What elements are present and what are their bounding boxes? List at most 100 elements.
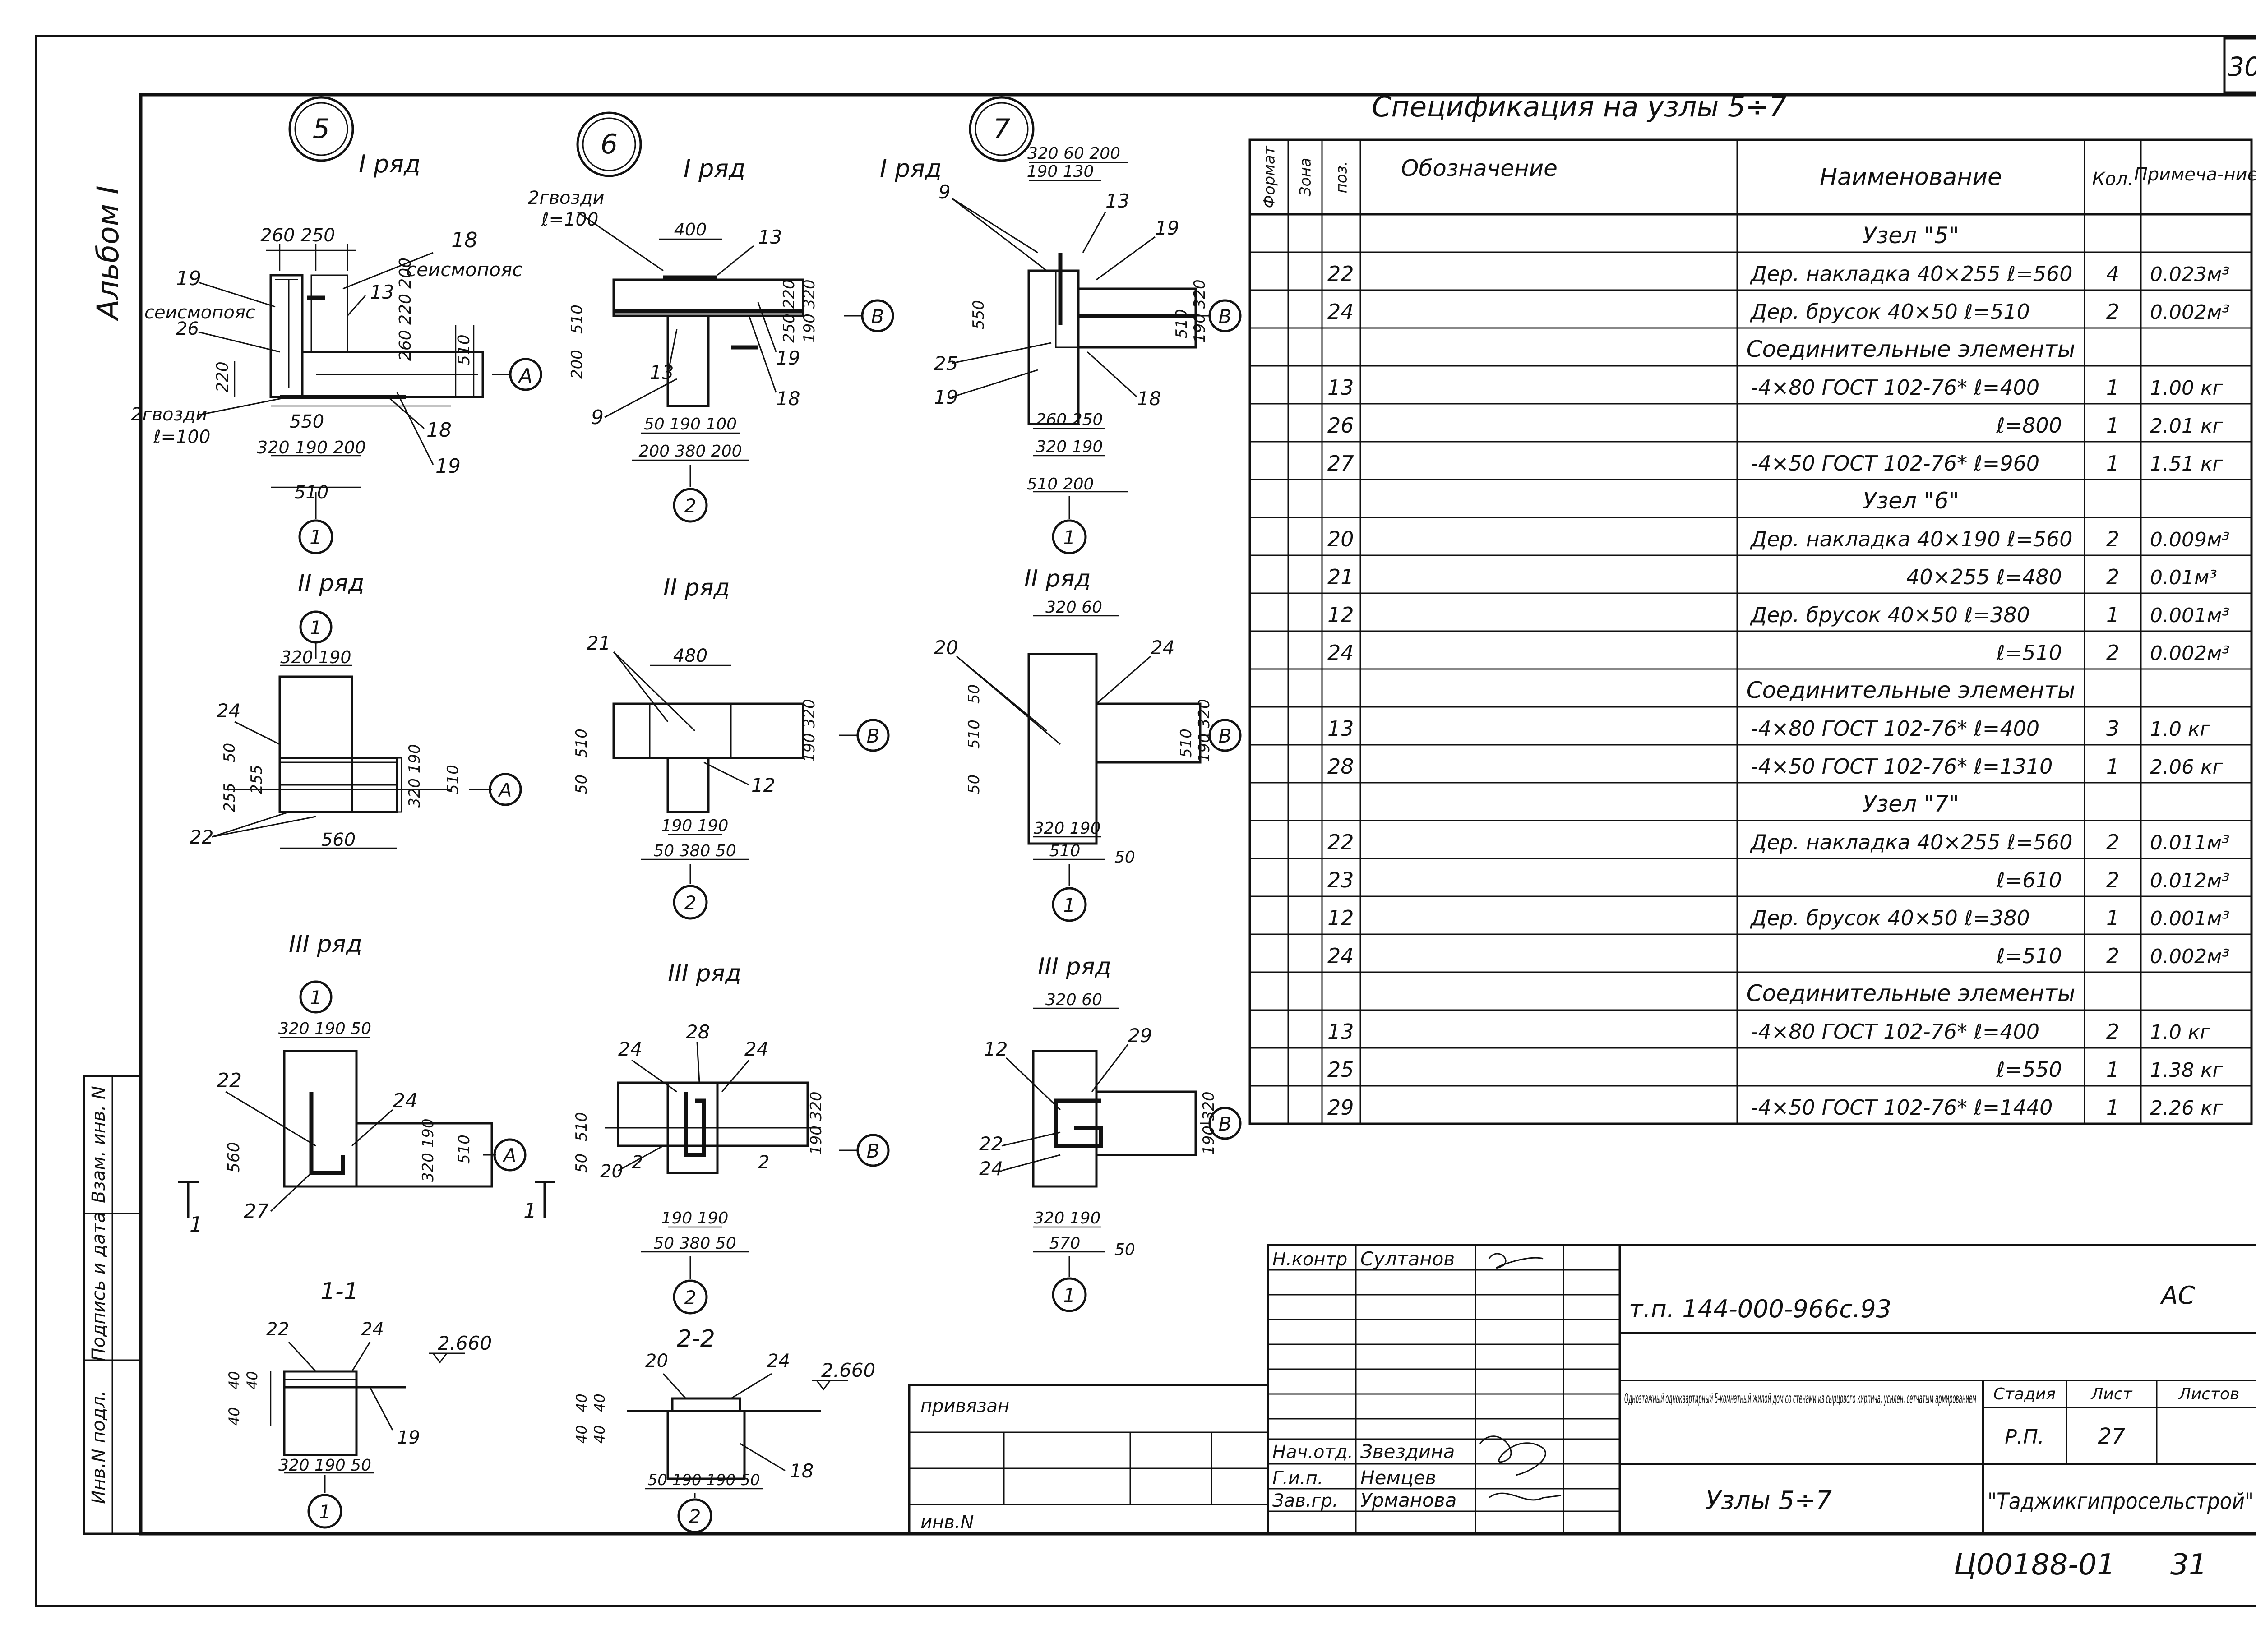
svg-text:40: 40 (226, 1371, 243, 1389)
footer-number: 31 (2170, 1548, 2207, 1582)
svg-text:320 190: 320 190 (406, 744, 424, 808)
spec-qty-cell: 1 (2106, 375, 2119, 400)
spec-name-cell: ℓ=550 (1996, 1057, 2062, 1082)
svg-text:22: 22 (266, 1319, 289, 1340)
spec-note-cell: 0.023м³ (2150, 263, 2230, 286)
svg-text:190 190: 190 190 (661, 1209, 729, 1227)
spec-pos-cell: 24 (1327, 944, 1354, 968)
n7-axis-row: 1 (1063, 526, 1076, 549)
svg-text:510: 510 (294, 482, 328, 503)
svg-text:13: 13 (370, 281, 394, 303)
svg-text:510: 510 (568, 305, 586, 334)
svg-text:50: 50 (1114, 1241, 1135, 1259)
spec-pos-cell: 25 (1327, 1057, 1354, 1082)
cut-mark-right: 1 (523, 1199, 536, 1223)
spec-name-cell: -4×80 ГОСТ 102-76* ℓ=400 (1751, 375, 2039, 400)
spec-pos-cell: 21 (1327, 565, 1354, 589)
svg-text:24: 24 (744, 1038, 768, 1060)
spec-qty-cell: 2 (2106, 944, 2119, 968)
n5-seismic-belt-label: сеисмопояс (406, 258, 522, 281)
node-7-row1-drawing: 320 60 200 190 130 9 13 19 550 510 190 3… (934, 144, 1242, 554)
svg-text:26: 26 (176, 318, 199, 339)
svg-text:570: 570 (1049, 1234, 1081, 1253)
svg-text:320 190: 320 190 (280, 647, 351, 667)
title-block: т.п. 144-000-966с.93 АС Одноэтажный одно… (1267, 1244, 2256, 1535)
spec-name-cell: Дер. брусок 40×50 ℓ=510 (1750, 300, 2030, 324)
spec-name-cell: Узел "5" (1863, 222, 1959, 249)
node-7-row2-label: II ряд (1024, 565, 1091, 592)
spec-header-cell: Наименование (1820, 164, 2002, 191)
signer-role: Зав.гр. (1272, 1490, 1338, 1511)
svg-text:24: 24 (767, 1351, 790, 1371)
svg-text:510: 510 (455, 1135, 473, 1164)
svg-text:510: 510 (1177, 729, 1195, 758)
svg-text:320 190 200: 320 190 200 (257, 438, 366, 457)
svg-text:25: 25 (934, 352, 958, 374)
svg-text:255: 255 (248, 765, 266, 794)
spec-note-cell: 0.01м³ (2150, 566, 2217, 589)
n5-r3-axis-col: А (502, 1144, 517, 1167)
n6-nails-label: 2гвозди (528, 188, 604, 208)
spec-qty-cell: 1 (2106, 754, 2119, 779)
spec-name-cell: Дер. накладка 40×255 ℓ=560 (1750, 262, 2073, 286)
spec-pos-cell: 13 (1327, 375, 1354, 400)
signer-name: Немцев (1360, 1467, 1436, 1489)
svg-text:19: 19 (435, 455, 461, 478)
signer-name: Урманова (1360, 1489, 1456, 1511)
node-5-number: 5 (313, 113, 330, 145)
n6-r3-axis-col: В (867, 1140, 880, 1162)
svg-text:9: 9 (591, 406, 604, 429)
tb-org: "Таджикгипросельстрой" (1988, 1488, 2254, 1514)
node-6-row3-label: III ряд (668, 960, 741, 987)
tb-stage-mark: АС (2160, 1281, 2195, 1310)
spec-qty-cell: 1 (2106, 1057, 2119, 1082)
node-6-row2-label: II ряд (663, 574, 730, 601)
spec-qty-cell: 1 (2106, 451, 2119, 475)
svg-text:20: 20 (934, 637, 958, 659)
spec-pos-cell: 24 (1327, 641, 1354, 665)
node-5-row3-label: III ряд (289, 931, 362, 958)
spec-name-cell: -4×50 ГОСТ 102-76* ℓ=960 (1751, 451, 2039, 475)
tied-label: привязан (920, 1396, 1009, 1417)
section-2-2-label: 2-2 (677, 1325, 715, 1352)
svg-text:18: 18 (451, 228, 478, 252)
svg-text:190 130: 190 130 (1027, 162, 1094, 181)
svg-text:550: 550 (290, 411, 324, 432)
spec-note-cell: 1.51 кг (2150, 452, 2224, 475)
svg-text:22: 22 (217, 1069, 242, 1092)
spec-name-cell: ℓ=510 (1996, 641, 2062, 665)
svg-text:320 190: 320 190 (1034, 1209, 1101, 1227)
n5-axis-col: А (518, 365, 532, 388)
node-5-row1-drawing: 260 250 18 сеисмопояс 13 19 сеисмопояс 2… (131, 225, 542, 554)
node-5-row2-drawing: II ряд 1 320 190 24 50 255 255 22 560 32… (190, 570, 522, 850)
side-stamp: Инв.N подл. Подпись и дата Взам. инв. N (83, 1075, 142, 1535)
spec-header-cell: Зона (1297, 158, 1315, 197)
spec-name-cell: ℓ=510 (1996, 944, 2062, 968)
n7-axis-col: В (1219, 305, 1232, 328)
svg-text:18: 18 (790, 1460, 814, 1482)
svg-text:20: 20 (645, 1351, 668, 1371)
svg-text:510: 510 (1173, 309, 1191, 338)
spec-qty-cell: 2 (2106, 527, 2119, 551)
spec-name-cell: Узел "6" (1863, 488, 1959, 514)
svg-text:320 190: 320 190 (1036, 438, 1103, 456)
spec-note-cell: 0.001м³ (2150, 907, 2230, 930)
svg-text:24: 24 (361, 1319, 384, 1340)
node-7-row1-label: I ряд (880, 154, 942, 183)
svg-text:50: 50 (965, 684, 983, 704)
svg-text:13: 13 (1105, 190, 1129, 212)
spec-pos-cell: 22 (1327, 262, 1354, 286)
n5-r2-axis-row: 1 (310, 617, 322, 639)
n5-section-axis-row: 1 (319, 1501, 331, 1523)
svg-text:50: 50 (573, 1154, 591, 1173)
svg-text:190 320: 190 320 (1191, 279, 1209, 343)
svg-text:40: 40 (591, 1425, 608, 1444)
n7-r2-axis-row: 1 (1063, 894, 1076, 916)
svg-text:50 380 50: 50 380 50 (653, 842, 736, 860)
spec-name-cell: -4×50 ГОСТ 102-76* ℓ=1310 (1751, 754, 2053, 779)
spec-name-cell: ℓ=610 (1996, 868, 2062, 892)
spec-header-cell: Обозначение (1401, 155, 1558, 181)
node-7-header: I ряд 7 (880, 96, 1035, 183)
